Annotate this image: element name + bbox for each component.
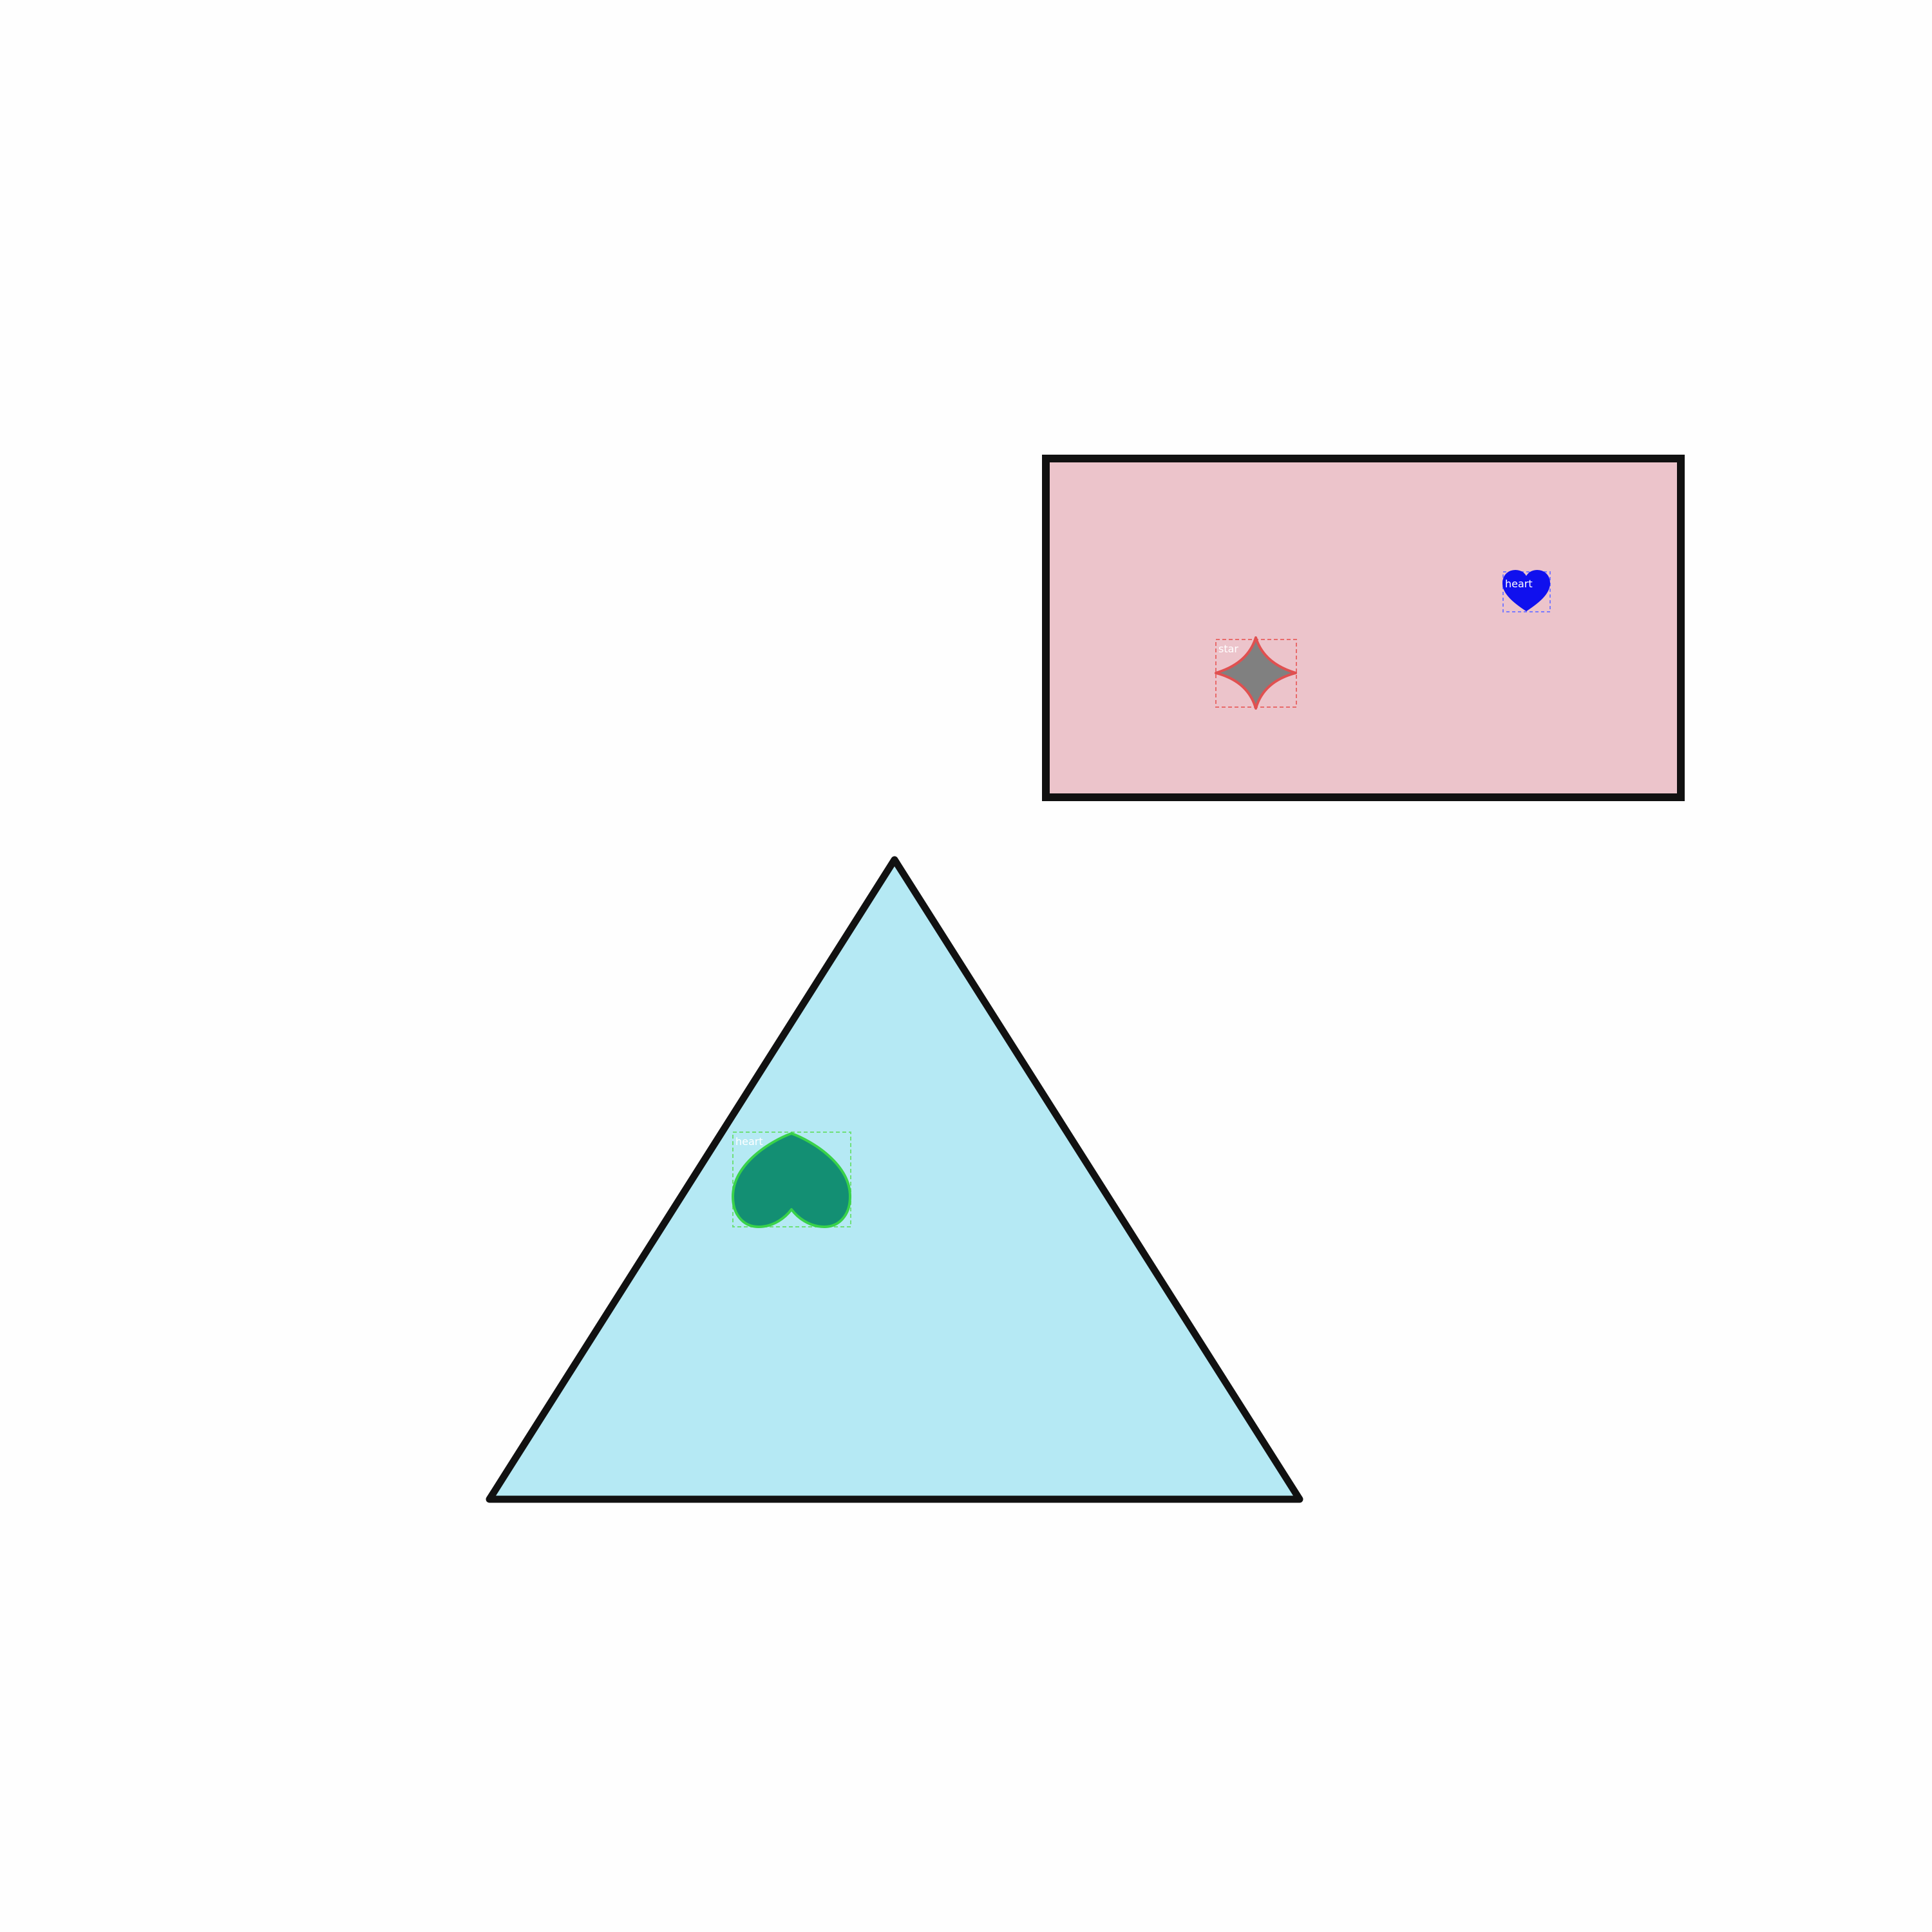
blue-heart-icon: [1502, 569, 1551, 612]
star-label: star: [1218, 643, 1238, 655]
star-group: star: [1215, 636, 1297, 710]
pink-rectangle: [1042, 455, 1685, 801]
blue-heart-bounding-box: [1502, 571, 1551, 612]
green-heart-group: heart: [732, 1132, 851, 1228]
green-heart-bounding-box: [732, 1132, 851, 1227]
blue-triangle: [486, 856, 1303, 1503]
star-icon: [1215, 636, 1297, 710]
blue-heart-group: heart: [1502, 569, 1551, 612]
blue-heart-label: heart: [1505, 578, 1533, 590]
green-heart-label: heart: [735, 1135, 763, 1148]
green-heart-icon: [732, 1132, 851, 1228]
